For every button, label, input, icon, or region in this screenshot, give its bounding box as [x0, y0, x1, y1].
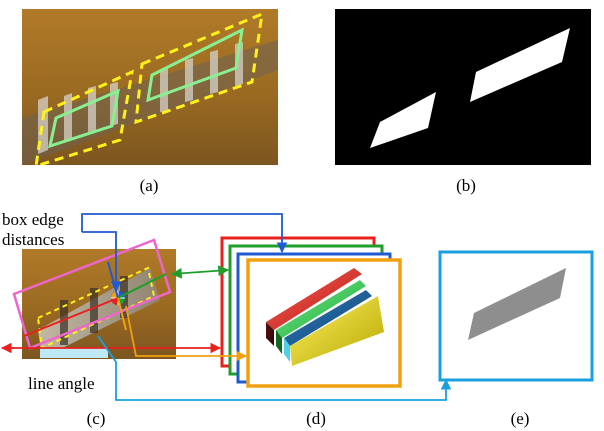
panel-a-photo — [22, 9, 278, 166]
panel-b-mask — [335, 9, 591, 165]
caption-e: (e) — [511, 409, 530, 428]
caption-b: (b) — [456, 176, 476, 195]
connector-green — [172, 270, 228, 274]
caption-a: (a) — [140, 176, 159, 195]
caption-c: (c) — [87, 409, 106, 428]
panel-e-output — [440, 252, 592, 380]
annotation-box-edge-line1: box edge — [2, 210, 64, 229]
annotation-line-angle: line angle — [28, 374, 95, 393]
panel-d-feature-maps — [222, 238, 400, 386]
annotation-box-edge-line2: distances — [2, 230, 64, 249]
caption-d: (d) — [306, 409, 326, 428]
